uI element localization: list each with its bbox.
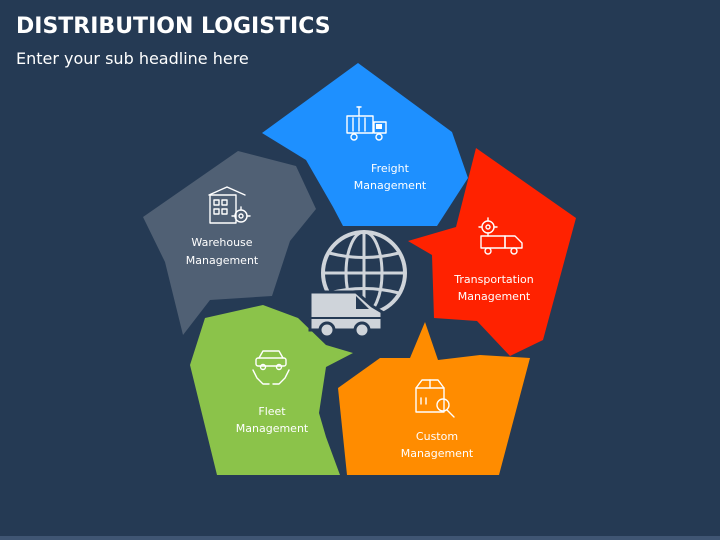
segment-freight-shape [262, 63, 468, 226]
warehouse-gear-icon [208, 186, 251, 224]
segment-transportation[interactable]: Transportation Management [408, 148, 576, 356]
segment-warehouse-label-line1: Warehouse [191, 236, 252, 249]
segment-custom-label-line2: Management [401, 447, 474, 460]
car-hands-icon [252, 350, 290, 385]
page-subtitle: Enter your sub headline here [16, 49, 249, 68]
delivery-truck-gear-icon [478, 217, 523, 255]
segment-transportation-label-line1: Transportation [453, 273, 533, 286]
segment-custom-shape [338, 322, 530, 475]
segment-fleet-label-line2: Management [236, 422, 309, 435]
segment-custom[interactable]: Custom Management [338, 322, 530, 475]
segment-fleet-label-line1: Fleet [258, 405, 286, 418]
globe-van-icon [308, 230, 407, 339]
segment-custom-label-line1: Custom [416, 430, 458, 443]
segment-warehouse[interactable]: Warehouse Management [143, 151, 316, 335]
segment-warehouse-shape [143, 151, 316, 335]
segment-freight-label-line2: Management [354, 179, 427, 192]
segment-freight-label-line1: Freight [371, 162, 410, 175]
segment-fleet[interactable]: Fleet Management [190, 305, 353, 475]
package-search-icon [415, 379, 455, 418]
segment-freight[interactable]: Freight Management [262, 63, 468, 226]
bottom-bar [0, 536, 720, 540]
page-title: DISTRIBUTION LOGISTICS [16, 14, 331, 39]
segment-transportation-label-line2: Management [458, 290, 531, 303]
segment-warehouse-label-line2: Management [186, 254, 259, 267]
segment-fleet-shape [190, 305, 353, 475]
cargo-truck-icon [346, 106, 387, 141]
segment-transportation-shape [408, 148, 576, 356]
